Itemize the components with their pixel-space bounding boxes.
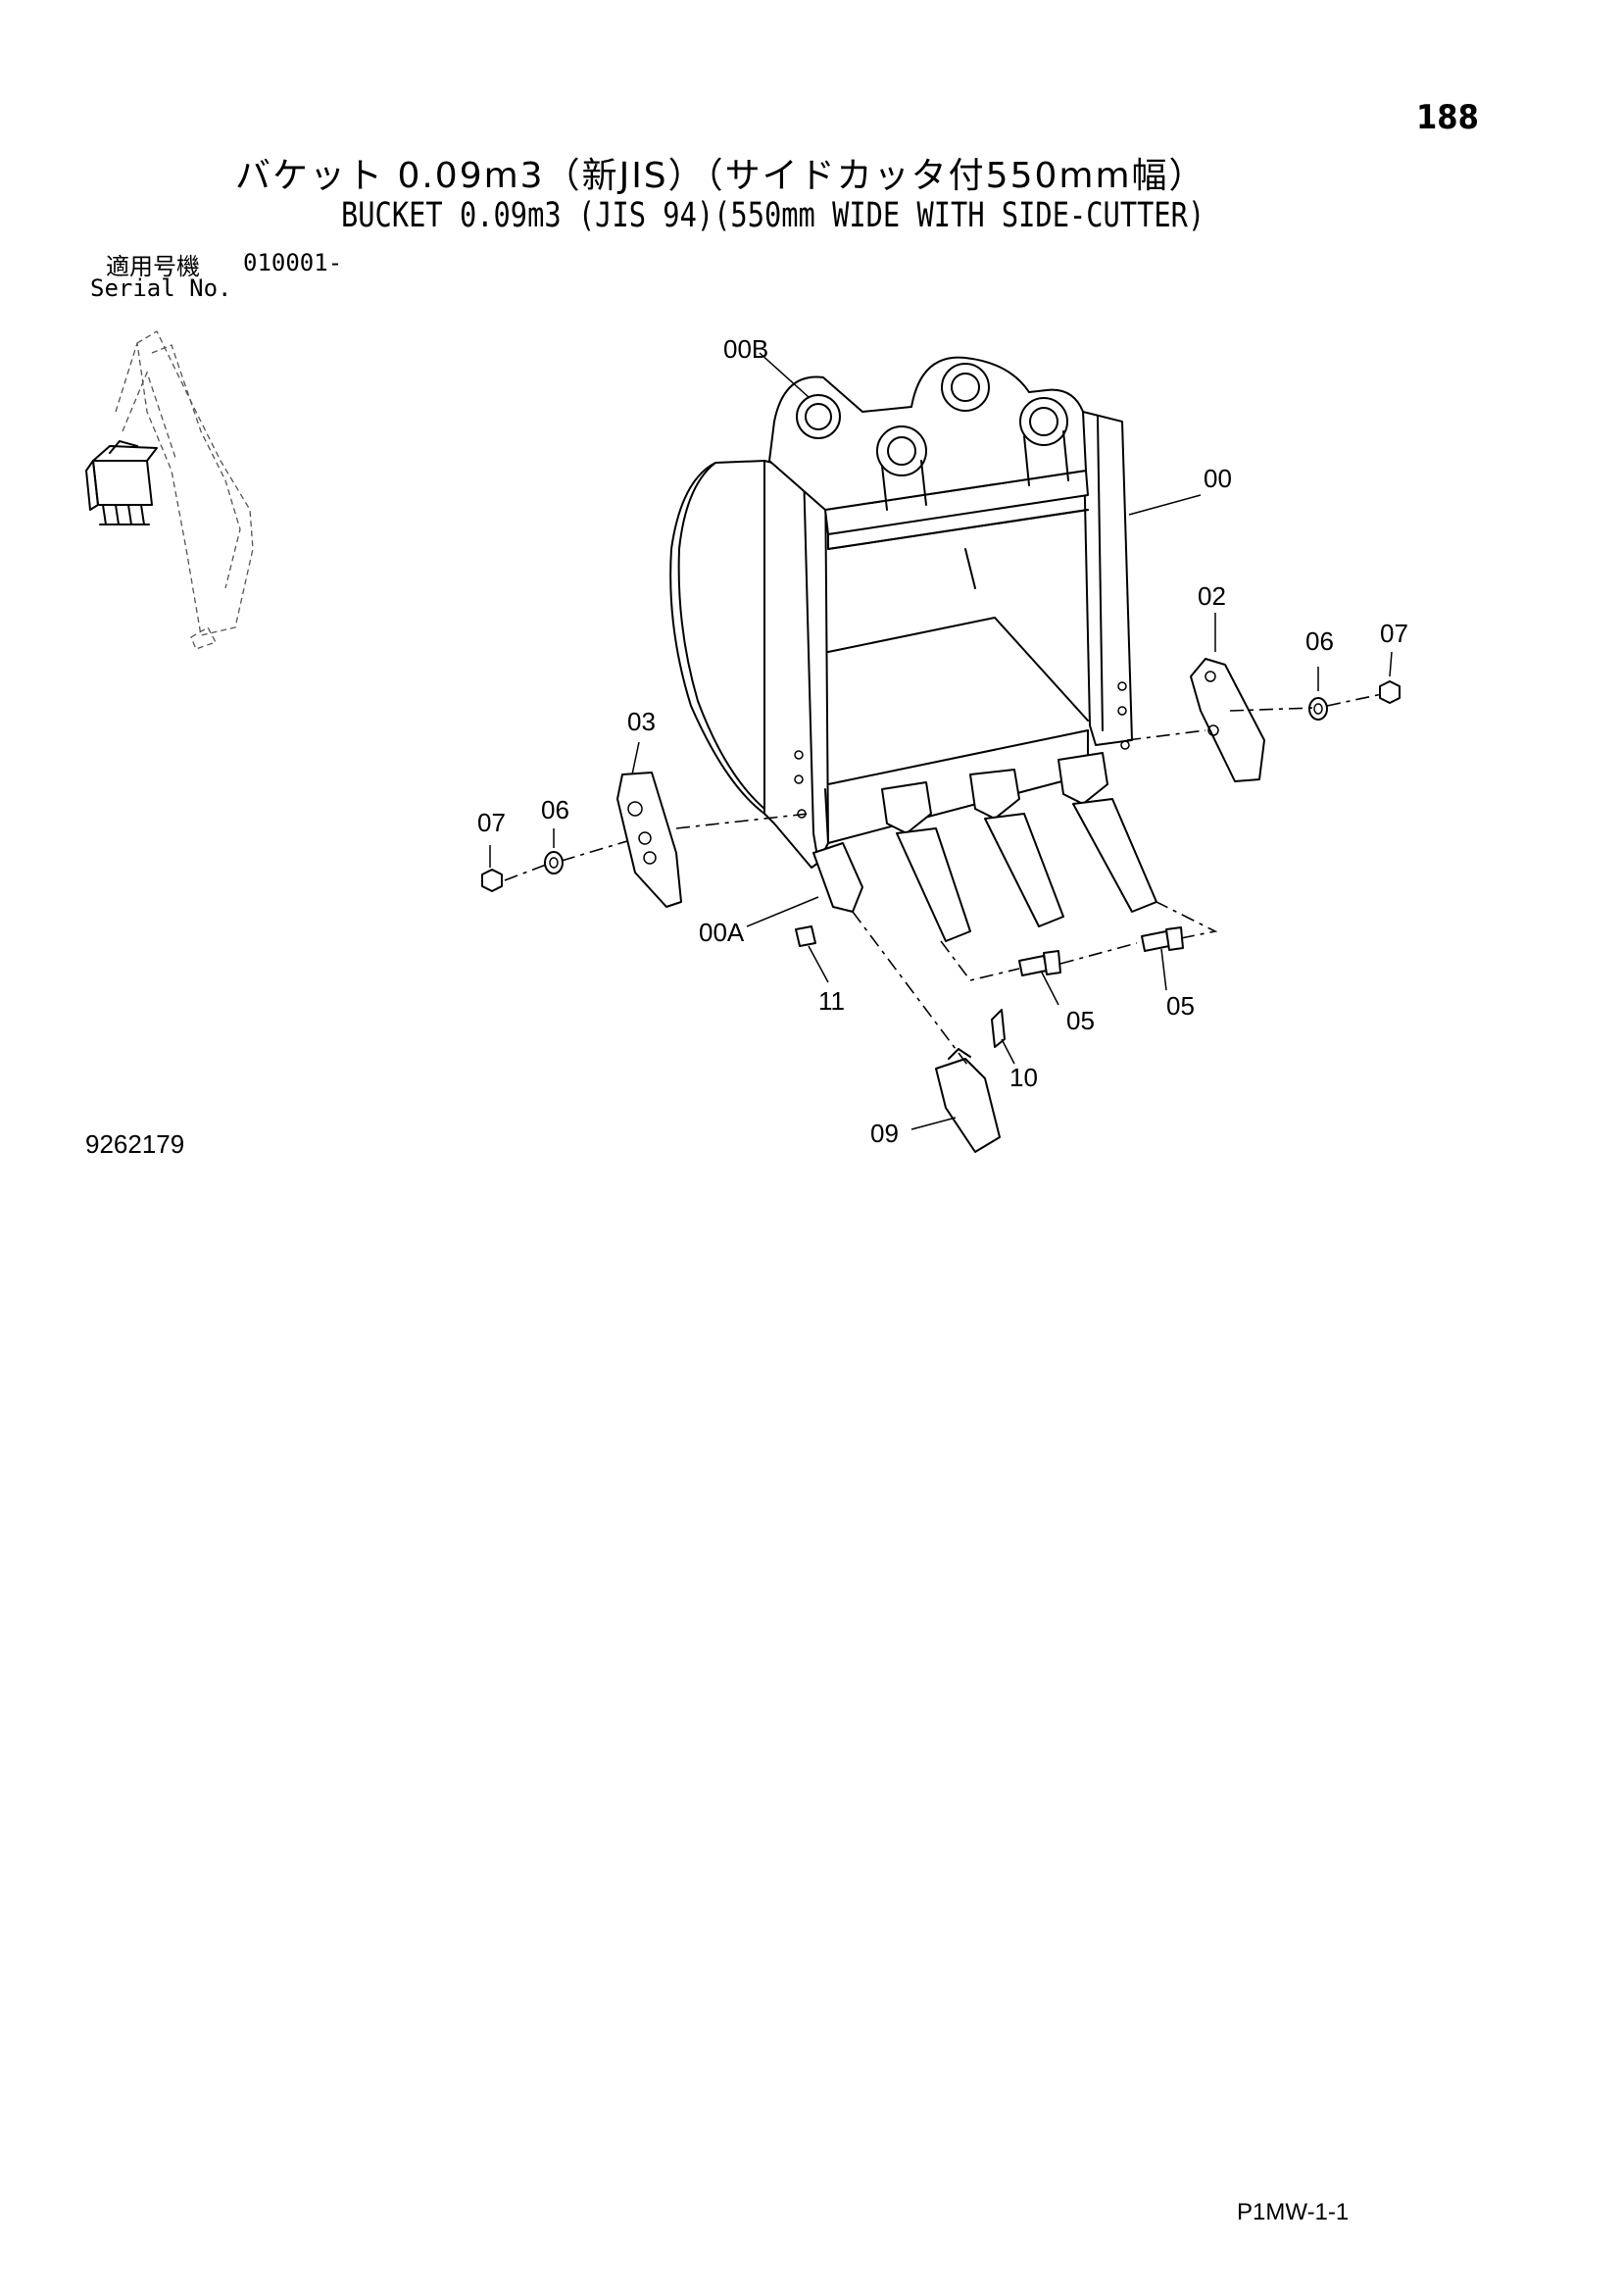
side-cutter-left xyxy=(616,772,682,908)
callout-11: 11 xyxy=(818,986,845,1016)
drawing-number: 9262179 xyxy=(85,1129,185,1159)
title-english: BUCKET 0.09m3 (JIS 94)(550mm WIDE WITH S… xyxy=(341,196,1205,235)
serial-number-value: 010001- xyxy=(243,249,343,276)
callout-03: 03 xyxy=(627,707,656,736)
callout-09: 09 xyxy=(870,1119,899,1148)
side-cutter-right xyxy=(1190,658,1265,782)
serial-label-japanese: 適用号機 xyxy=(106,253,200,280)
callout-06-left: 06 xyxy=(541,795,569,824)
bucket-body xyxy=(669,356,1133,869)
callout-07-left: 07 xyxy=(477,808,506,837)
serial-label-english: Serial No. xyxy=(90,275,232,302)
leader-lines xyxy=(489,352,1393,1130)
callout-10: 10 xyxy=(1009,1063,1038,1092)
callout-02: 02 xyxy=(1198,581,1226,611)
callout-00: 00 xyxy=(1204,464,1232,493)
page-number: 188 xyxy=(1416,98,1479,137)
title-japanese: バケット 0.09m3（新JIS）（サイドカッタ付550mm幅） xyxy=(235,156,1206,196)
callout-05-b: 05 xyxy=(1166,991,1195,1021)
tooth-adapters xyxy=(812,752,1157,942)
callout-07-right: 07 xyxy=(1380,619,1408,648)
page-reference: P1MW-1-1 xyxy=(1237,2199,1350,2225)
callout-00B: 00B xyxy=(723,334,768,364)
excavator-thumbnail-icon xyxy=(85,330,254,650)
callout-labels: 00B 00 02 06 07 03 07 06 00A 11 05 05 10… xyxy=(477,334,1408,1148)
assembly-lines xyxy=(504,693,1383,1070)
callout-00A: 00A xyxy=(699,918,745,947)
fasteners xyxy=(481,680,1401,1048)
callout-05-a: 05 xyxy=(1066,1006,1095,1035)
tooth-point xyxy=(935,1058,1001,1153)
callout-06-right: 06 xyxy=(1305,626,1334,656)
